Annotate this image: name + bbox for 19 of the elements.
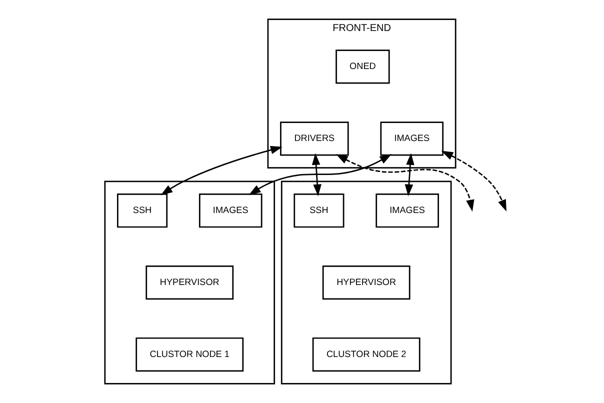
node-box: CLUSTOR NODE 2: [312, 337, 420, 372]
node-box: IMAGES: [376, 194, 439, 228]
node-box: IMAGES: [198, 194, 262, 228]
arrow: [336, 154, 474, 212]
cluster: [280, 180, 452, 384]
node-box: HYPERVISOR: [322, 265, 410, 300]
node-box: SSH: [294, 194, 344, 228]
arrow: [248, 154, 392, 196]
arrow: [404, 153, 414, 196]
node-box: CLUSTOR NODE 1: [136, 337, 244, 372]
node-box: SSH: [117, 194, 168, 228]
node-box: DRIVERS: [280, 122, 349, 156]
node-box: ONED: [336, 50, 390, 84]
arrow: [312, 153, 322, 196]
node-box: HYPERVISOR: [146, 265, 234, 300]
node-box: IMAGES: [380, 122, 444, 156]
arrow: [160, 146, 282, 196]
arrow: [441, 150, 506, 212]
cluster: [104, 180, 276, 384]
